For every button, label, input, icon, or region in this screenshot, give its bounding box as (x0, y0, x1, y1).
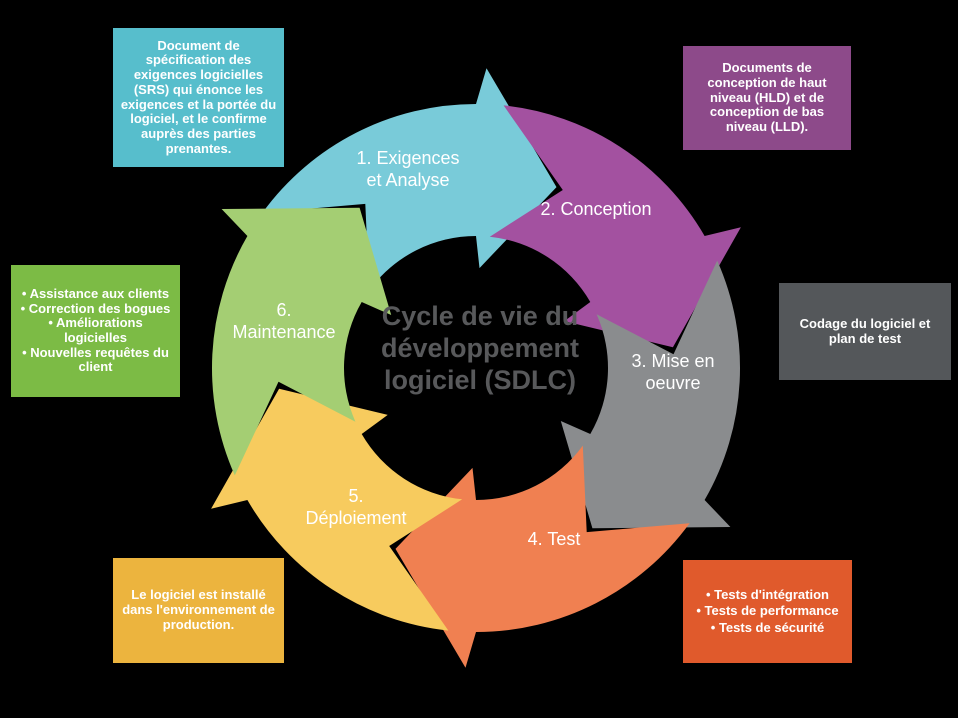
segment-conception (489, 105, 741, 348)
label-line: Maintenance (232, 322, 336, 342)
bullet-item: • Tests de performance (696, 603, 839, 619)
segment-maintenance (211, 207, 392, 476)
bullet-item: • Correction des bogues (20, 300, 171, 316)
bullet-item: • Tests d'intégration (706, 587, 829, 603)
diagram-title: Cycle de vie du développement logiciel (… (381, 301, 579, 397)
callout-conception-docs: Documents de conception de haut niveau (… (683, 46, 851, 150)
segment-exigences (262, 68, 557, 291)
label-line: oeuvre (645, 373, 701, 393)
bullet-item: • Nouvelles requêtes du client (22, 344, 169, 375)
bullet-item: • Améliorations logicielles (48, 315, 143, 345)
callout-text: • Assistance aux clients • Correction de… (17, 285, 174, 375)
label-line: 3. Mise en (631, 351, 715, 372)
segment-label-maintenance: 6. Maintenance (232, 300, 335, 344)
callout-exigences-srs: Document de spécification des exigences … (113, 28, 284, 167)
callout-tests: • Tests d'intégration • Tests de perform… (683, 560, 852, 663)
label-line: et Analyse (366, 170, 450, 190)
title-line-3: logiciel (SDLC) (383, 364, 577, 395)
callout-deploiement: Le logiciel est installé dans l'environn… (113, 558, 284, 663)
callout-text: Documents de conception de haut niveau (… (707, 60, 827, 135)
callout-maintenance: • Assistance aux clients • Correction de… (11, 265, 180, 397)
callout-text: Le logiciel est installé dans l'environn… (122, 587, 275, 632)
title-line-1: Cycle de vie du (381, 301, 579, 332)
label-line: 1. Exigences (356, 148, 460, 169)
title-line-2: développement (380, 333, 580, 364)
segment-label-deploiement: 5. Déploiement (305, 486, 406, 530)
segment-test (395, 445, 690, 668)
label-line: 6. (276, 300, 292, 321)
segment-mise-en-oeuvre (560, 260, 741, 529)
bullet-item: • Assistance aux clients (21, 285, 170, 301)
bullet-item: • Tests de sécurité (710, 619, 825, 635)
segment-label-mise-en-oeuvre: 3. Mise en oeuvre (631, 351, 714, 395)
segment-label-test: 4. Test (528, 529, 581, 551)
callout-text: Document de spécification des exigences … (120, 37, 277, 156)
label-line: Déploiement (305, 508, 407, 528)
segment-deploiement (211, 388, 463, 631)
label-line: 4. Test (527, 529, 581, 550)
callout-text: • Tests d'intégration • Tests de perform… (687, 587, 848, 636)
callout-codage: Codage du logiciel et plan de test (779, 283, 951, 380)
segment-label-conception: 2. Conception (540, 199, 651, 221)
segment-label-exigences: 1. Exigences et Analyse (356, 148, 459, 192)
label-line: 2. Conception (540, 199, 652, 220)
callout-text: Codage du logiciel et plan de test (799, 315, 931, 346)
label-line: 5. (348, 486, 364, 507)
